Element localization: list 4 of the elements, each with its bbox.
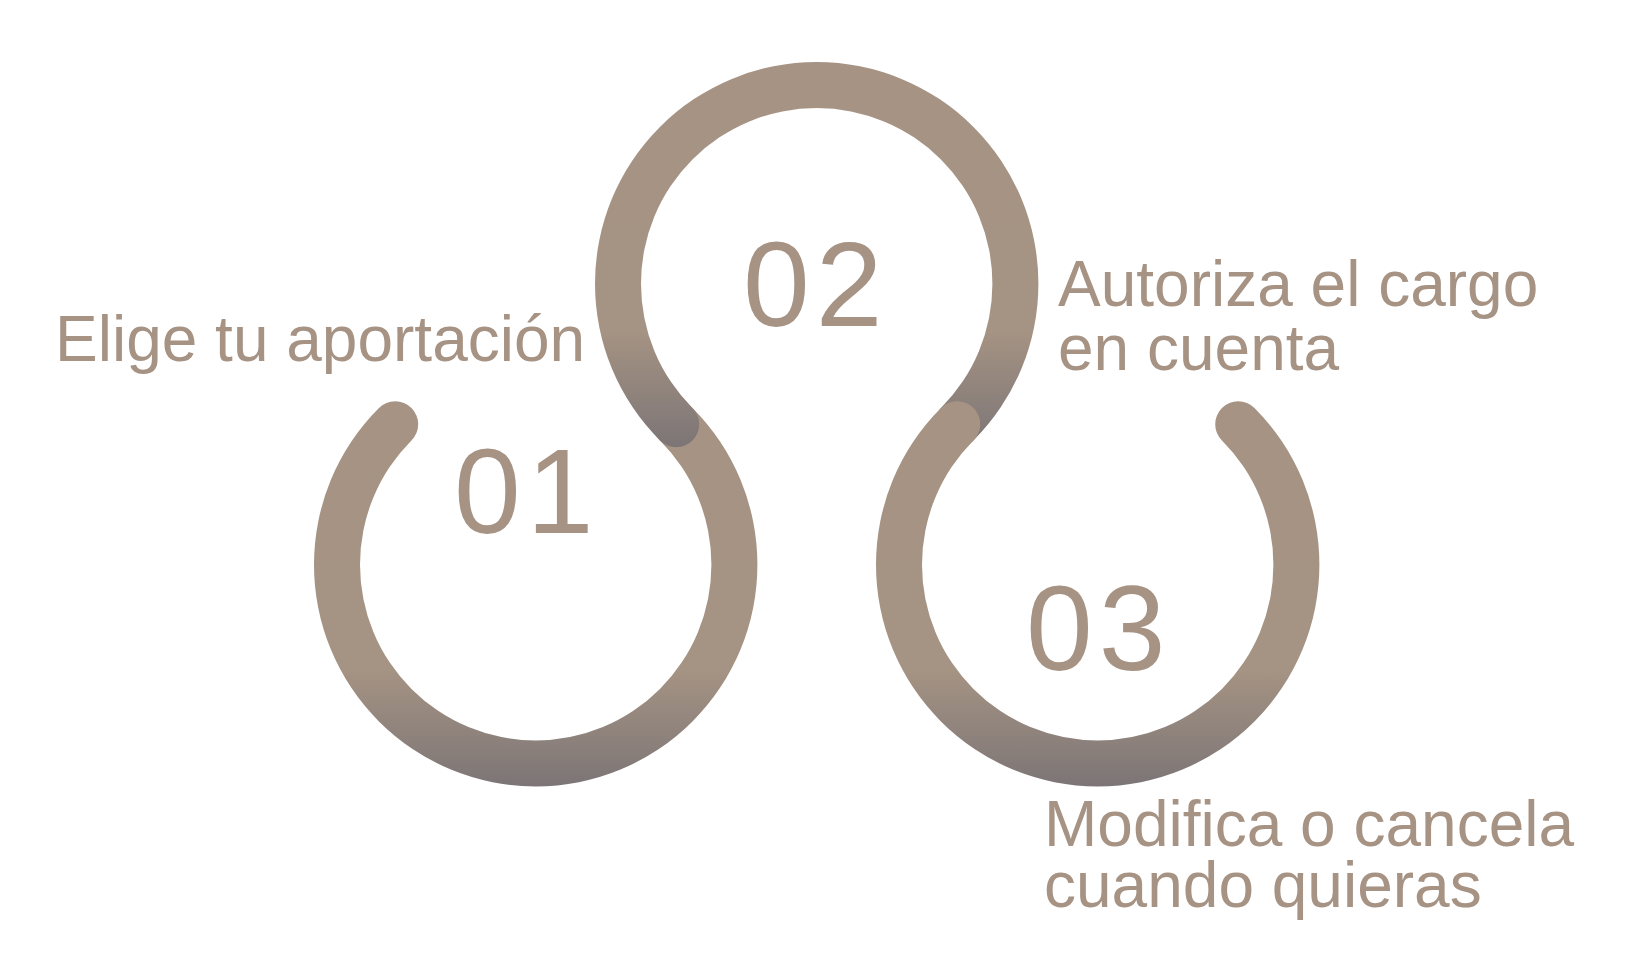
step-number: 02 (743, 224, 889, 344)
step-label: Autoriza el cargo en cuenta (1058, 252, 1540, 380)
step-number: 03 (1026, 568, 1172, 688)
step-number: 01 (454, 431, 600, 551)
